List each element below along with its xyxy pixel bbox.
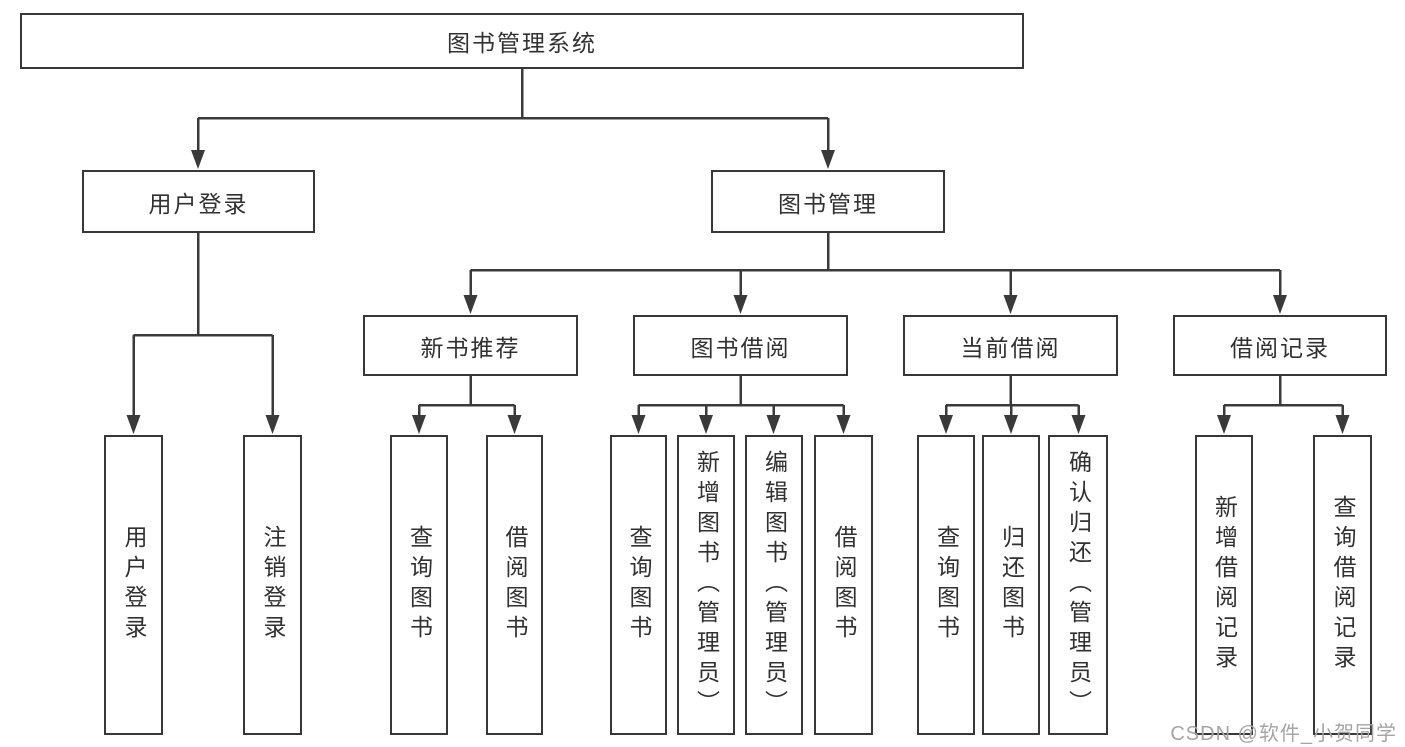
node-book-borrowing: 图书借阅: [633, 315, 848, 376]
arrowhead-down-icon: [1004, 415, 1018, 434]
arrowhead-down-icon: [733, 295, 748, 314]
arrowhead-down-icon: [1071, 415, 1086, 434]
node-user-login: 用户登录: [82, 170, 315, 233]
leaf-return-book: 归还图书: [982, 435, 1040, 735]
leaf-edit-book-admin: 编辑图书（管理员）: [745, 435, 803, 735]
leaf-user-login: 用户登录: [104, 435, 163, 735]
connector-book-management: [469, 233, 1282, 297]
arrowhead-down-icon: [821, 150, 835, 169]
connector-book-borrowing: [637, 376, 845, 417]
leaf-query-books-recommend: 查询图书: [390, 435, 448, 735]
arrowhead-down-icon: [939, 415, 953, 434]
leaf-borrow-books-recommend: 借阅图书: [486, 435, 543, 735]
connector-root: [196, 69, 830, 152]
node-library-system: 图书管理系统: [20, 13, 1024, 69]
connector-user-login: [132, 233, 274, 417]
arrowhead-down-icon: [1003, 295, 1018, 314]
leaf-add-book-admin: 新增图书（管理员）: [677, 435, 735, 735]
leaf-query-books-borrowing: 查询图书: [610, 435, 667, 735]
arrowhead-down-icon: [507, 415, 522, 434]
leaf-borrow-books-borrowing: 借阅图书: [814, 435, 873, 735]
arrowhead-down-icon: [631, 415, 646, 434]
arrowhead-down-icon: [699, 415, 713, 434]
arrowhead-down-icon: [1335, 415, 1350, 434]
leaf-add-borrow-record: 新增借阅记录: [1195, 435, 1253, 735]
node-current-borrowing: 当前借阅: [903, 315, 1118, 376]
node-book-management: 图书管理: [711, 170, 945, 233]
connector-current-borrowing: [944, 376, 1080, 417]
arrowhead-down-icon: [412, 415, 426, 434]
leaf-query-books-current: 查询图书: [917, 435, 975, 735]
arrowhead-down-icon: [463, 295, 478, 314]
node-new-book-recommend: 新书推荐: [363, 315, 578, 376]
arrowhead-down-icon: [766, 415, 781, 434]
arrowhead-down-icon: [191, 150, 205, 169]
watermark: CSDN @软件_小贺同学: [1170, 723, 1397, 745]
leaf-confirm-return-admin: 确认归还（管理员）: [1048, 435, 1108, 735]
connector-borrow-records: [1222, 376, 1344, 417]
arrowhead-down-icon: [836, 415, 851, 434]
leaf-logout: 注销登录: [243, 435, 302, 735]
arrowhead-down-icon: [265, 415, 280, 434]
node-borrow-records: 借阅记录: [1173, 315, 1387, 376]
arrowhead-down-icon: [126, 415, 141, 434]
leaf-query-borrow-record: 查询借阅记录: [1313, 435, 1372, 735]
arrowhead-down-icon: [1273, 295, 1287, 314]
connector-new-book-recommend: [417, 376, 516, 417]
arrowhead-down-icon: [1217, 415, 1231, 434]
